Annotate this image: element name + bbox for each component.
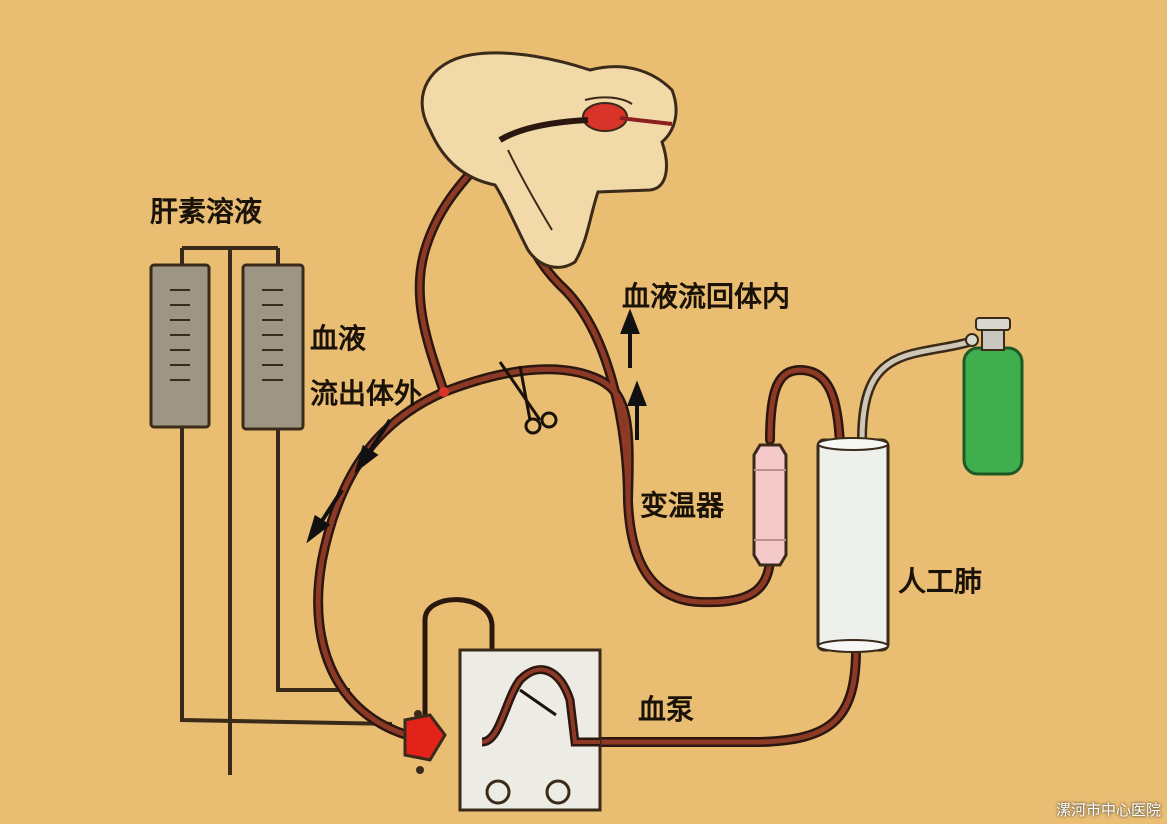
clamp-icon	[498, 361, 558, 435]
label-blood-out-line1: 血液	[310, 322, 367, 355]
heat-exchanger	[752, 443, 788, 567]
label-heat-exchanger: 变温器	[640, 489, 725, 522]
junction-point	[439, 387, 449, 397]
watermark: 漯河市中心医院	[1055, 801, 1161, 819]
flow-arrow-return-1	[620, 308, 640, 368]
label-blood-return: 血液流回体内	[622, 280, 791, 313]
flow-arrow-icon	[306, 308, 647, 544]
label-blood-pump: 血泵	[638, 693, 695, 726]
oxygen-tank-icon	[962, 317, 1024, 476]
flow-arrow-out-1	[354, 418, 392, 474]
label-artificial-lung: 人工肺	[898, 565, 983, 598]
label-blood-out-line2: 流出体外	[310, 377, 423, 410]
flow-arrow-return-2	[627, 380, 647, 440]
label-heparin-solution: 肝素溶液	[150, 195, 263, 228]
artificial-lung	[816, 437, 890, 653]
oxygen-line-inner	[859, 337, 976, 441]
flow-arrow-out-2	[306, 488, 344, 544]
pump-valve	[403, 710, 447, 774]
blood-pump	[458, 648, 602, 812]
patient-head-illustration	[420, 51, 678, 269]
heparin-bag-right	[241, 263, 305, 431]
heparin-bag-left	[149, 263, 211, 429]
pump-knob-right	[545, 779, 571, 805]
pump-knob-left	[485, 779, 511, 805]
